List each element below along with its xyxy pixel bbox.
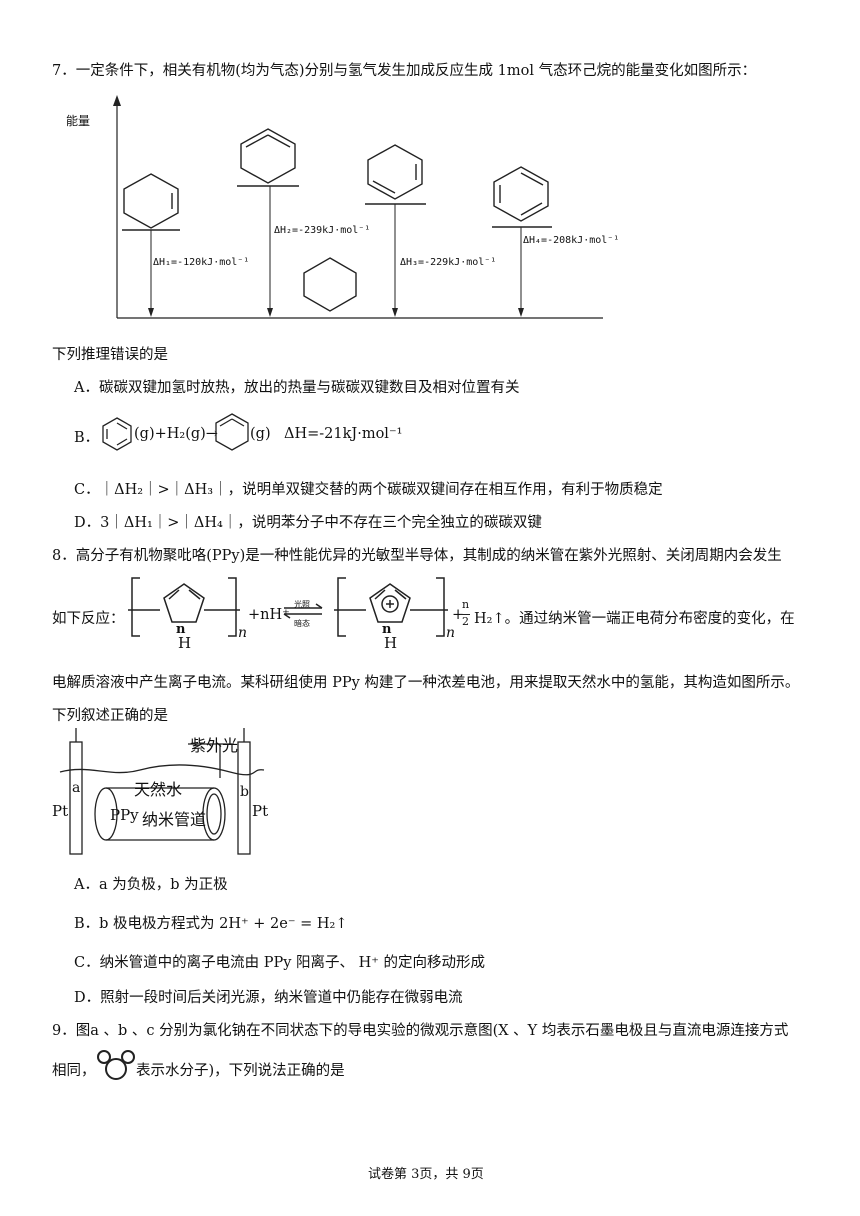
q9-line2-suffix: 表示水分子)，下列说法正确的是 bbox=[136, 1063, 345, 1079]
q7-option-b-mid: (g)+H₂(g)→ bbox=[134, 426, 218, 442]
q8-line3: 电解质溶液中产生离子电流。某科研组使用 PPy 构建了一种浓差电池，用来提取天然… bbox=[52, 675, 800, 691]
q7-option-a: A．碳碳双键加氢时放热，放出的热量与碳碳双键数目及相对位置有关 bbox=[74, 380, 520, 396]
benzene-structure bbox=[493, 166, 549, 222]
q7-option-b-dh: ΔH=-21kJ·mol⁻¹ bbox=[284, 426, 403, 442]
plus-sign: + bbox=[452, 607, 465, 623]
fig-tube-label: 纳米管道 bbox=[142, 810, 207, 829]
q8-option-a: A．a 为负极，b 为正极 bbox=[74, 877, 228, 893]
cyclohexadiene-structure bbox=[240, 128, 296, 184]
fraction-bar bbox=[460, 614, 470, 615]
energy-axis-label: 能量 bbox=[66, 114, 91, 128]
dh3-label: ΔH₃=-229kJ·mol⁻¹ bbox=[400, 257, 497, 268]
q7-stem: 7．一定条件下，相关有机物(均为气态)分别与氢气发生加成反应生成 1mol 气态… bbox=[52, 63, 757, 79]
cyclohexadiene-14-structure bbox=[367, 144, 423, 200]
h2-up-text: H₂↑。通过纳米管一端正电荷分布密度的变化，在 bbox=[474, 611, 795, 627]
fig-pt-left: Pt bbox=[52, 802, 69, 820]
ppy-h-left: H bbox=[178, 634, 192, 652]
q7-option-b-benzene-icon bbox=[102, 417, 132, 451]
water-molecule-icon bbox=[97, 1050, 135, 1080]
q8-line4: 下列叙述正确的是 bbox=[52, 708, 168, 724]
arrow-label-light: 光照 bbox=[294, 600, 310, 609]
plus-nh: +nH⁺ bbox=[248, 607, 290, 623]
dh2-label: ΔH₂=-239kJ·mol⁻¹ bbox=[274, 225, 371, 236]
q7-option-d: D．3｜ΔH₁｜>｜ΔH₄｜，说明苯分子中不存在三个完全独立的碳碳双键 bbox=[74, 515, 542, 531]
fig-ppy-label: PPy bbox=[110, 806, 139, 824]
q8-line1: 8．高分子有机物聚吡咯(PPy)是一种性能优异的光敏型半导体，其制成的纳米管在紫… bbox=[52, 548, 782, 564]
dh1-label: ΔH₁=-120kJ·mol⁻¹ bbox=[153, 257, 250, 268]
q8-option-b: B．b 极电极方程式为 2H⁺ + 2e⁻ = H₂↑ bbox=[74, 916, 348, 932]
q9-line2-prefix: 相同， bbox=[52, 1063, 96, 1079]
page-footer: 试卷第 3页，共 9页 bbox=[368, 1167, 484, 1182]
q9-line1: 9．图a 、b 、c 分别为氯化钠在不同状态下的导电实验的微观示意图(X 、Y … bbox=[52, 1023, 789, 1039]
q8-line2-prefix: 如下反应： bbox=[52, 611, 125, 627]
energy-diagram bbox=[113, 95, 603, 319]
q7-prompt: 下列推理错误的是 bbox=[52, 347, 168, 363]
ppy-n-left: n bbox=[176, 622, 186, 637]
fig-b-label: b bbox=[240, 784, 249, 800]
ppy-n-right: n bbox=[382, 622, 392, 637]
fraction-denominator: 2 bbox=[462, 615, 469, 628]
fig-pt-right: Pt bbox=[252, 802, 269, 820]
ppy-h-right: H bbox=[384, 634, 398, 652]
cyclohexene-structure bbox=[123, 173, 179, 229]
cyclohexane-structure bbox=[303, 257, 357, 312]
ppy-reaction bbox=[128, 577, 448, 637]
fig-a-label: a bbox=[72, 780, 81, 796]
q8-option-d: D．照射一段时间后关闭光源，纳米管道中仍能存在微弱电流 bbox=[74, 990, 463, 1006]
q7-option-c: C．｜ΔH₂｜>｜ΔH₃｜，说明单双键交替的两个碳碳双键间存在相互作用，有利于物… bbox=[74, 482, 663, 498]
fraction-numerator: n bbox=[462, 598, 470, 611]
ppy-subscript-n-right: n bbox=[446, 625, 456, 641]
fig-water-label: 天然水 bbox=[134, 780, 183, 799]
fig-uv-label: 紫外光 bbox=[190, 736, 239, 755]
q8-option-c: C．纳米管道中的离子电流由 PPy 阳离子、 H⁺ 的定向移动形成 bbox=[74, 955, 486, 971]
q7-option-b-end: (g) bbox=[250, 426, 271, 442]
q7-option-b-cyclohexadiene-icon bbox=[215, 413, 249, 451]
dh4-label: ΔH₄=-208kJ·mol⁻¹ bbox=[523, 235, 620, 246]
arrow-label-dark: 暗态 bbox=[294, 619, 310, 628]
q7-option-b-label: B． bbox=[74, 430, 100, 446]
ppy-subscript-n-left: n bbox=[238, 625, 248, 641]
nanotube-cell-figure bbox=[59, 728, 265, 855]
